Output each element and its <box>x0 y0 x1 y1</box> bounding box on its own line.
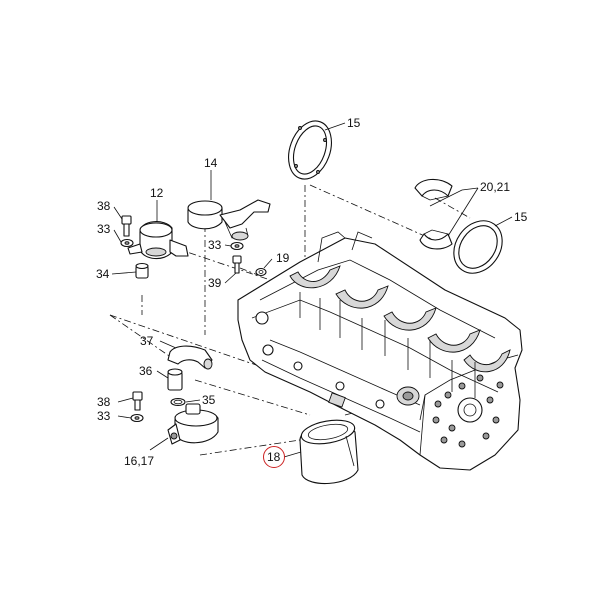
bolt-38-bottom <box>132 391 143 411</box>
sleeve-34 <box>135 262 149 279</box>
bolt-38-top <box>121 215 132 237</box>
pipe-37 <box>167 345 213 370</box>
callout-12: 12 <box>150 186 164 200</box>
callout-33-top: 33 <box>97 222 111 236</box>
seal-19 <box>255 267 267 277</box>
engine-block <box>237 231 523 471</box>
oil-filter-18 <box>299 419 359 485</box>
callout-36: 36 <box>139 364 153 378</box>
callout-14: 14 <box>204 156 218 170</box>
callout-16-17: 16,17 <box>124 454 154 468</box>
callout-15-right: 15 <box>514 210 528 224</box>
callout-39: 39 <box>208 276 222 290</box>
callout-20-21: 20,21 <box>480 180 510 194</box>
gasket-15-top <box>288 120 332 180</box>
pump-12 <box>127 221 189 260</box>
callout-37: 37 <box>140 334 154 348</box>
callout-35: 35 <box>202 393 216 407</box>
callout-15-top: 15 <box>347 116 361 130</box>
highlight-circle <box>263 446 285 468</box>
gasket-15-right <box>453 220 503 274</box>
pump-16-17 <box>167 403 219 445</box>
washer-33-mid <box>230 241 244 251</box>
washer-33-top <box>120 238 134 248</box>
cover-14 <box>187 199 271 241</box>
oring-35 <box>170 397 186 407</box>
callout-38-bottom: 38 <box>97 395 111 409</box>
washer-33-bottom <box>130 413 144 423</box>
callout-18: 18 <box>267 450 281 464</box>
sleeve-36 <box>167 368 183 391</box>
bearing-shells-20-21 <box>414 178 453 250</box>
callout-38-top: 38 <box>97 199 111 213</box>
callout-33-mid: 33 <box>208 238 222 252</box>
callout-33-bottom: 33 <box>97 409 111 423</box>
callout-19: 19 <box>276 251 290 265</box>
bolt-39 <box>232 255 242 274</box>
callout-34: 34 <box>96 267 110 281</box>
leader-lines <box>111 122 513 458</box>
callout-labels: 15 15 14 12 38 33 34 33 39 19 20,21 37 3… <box>96 116 528 468</box>
